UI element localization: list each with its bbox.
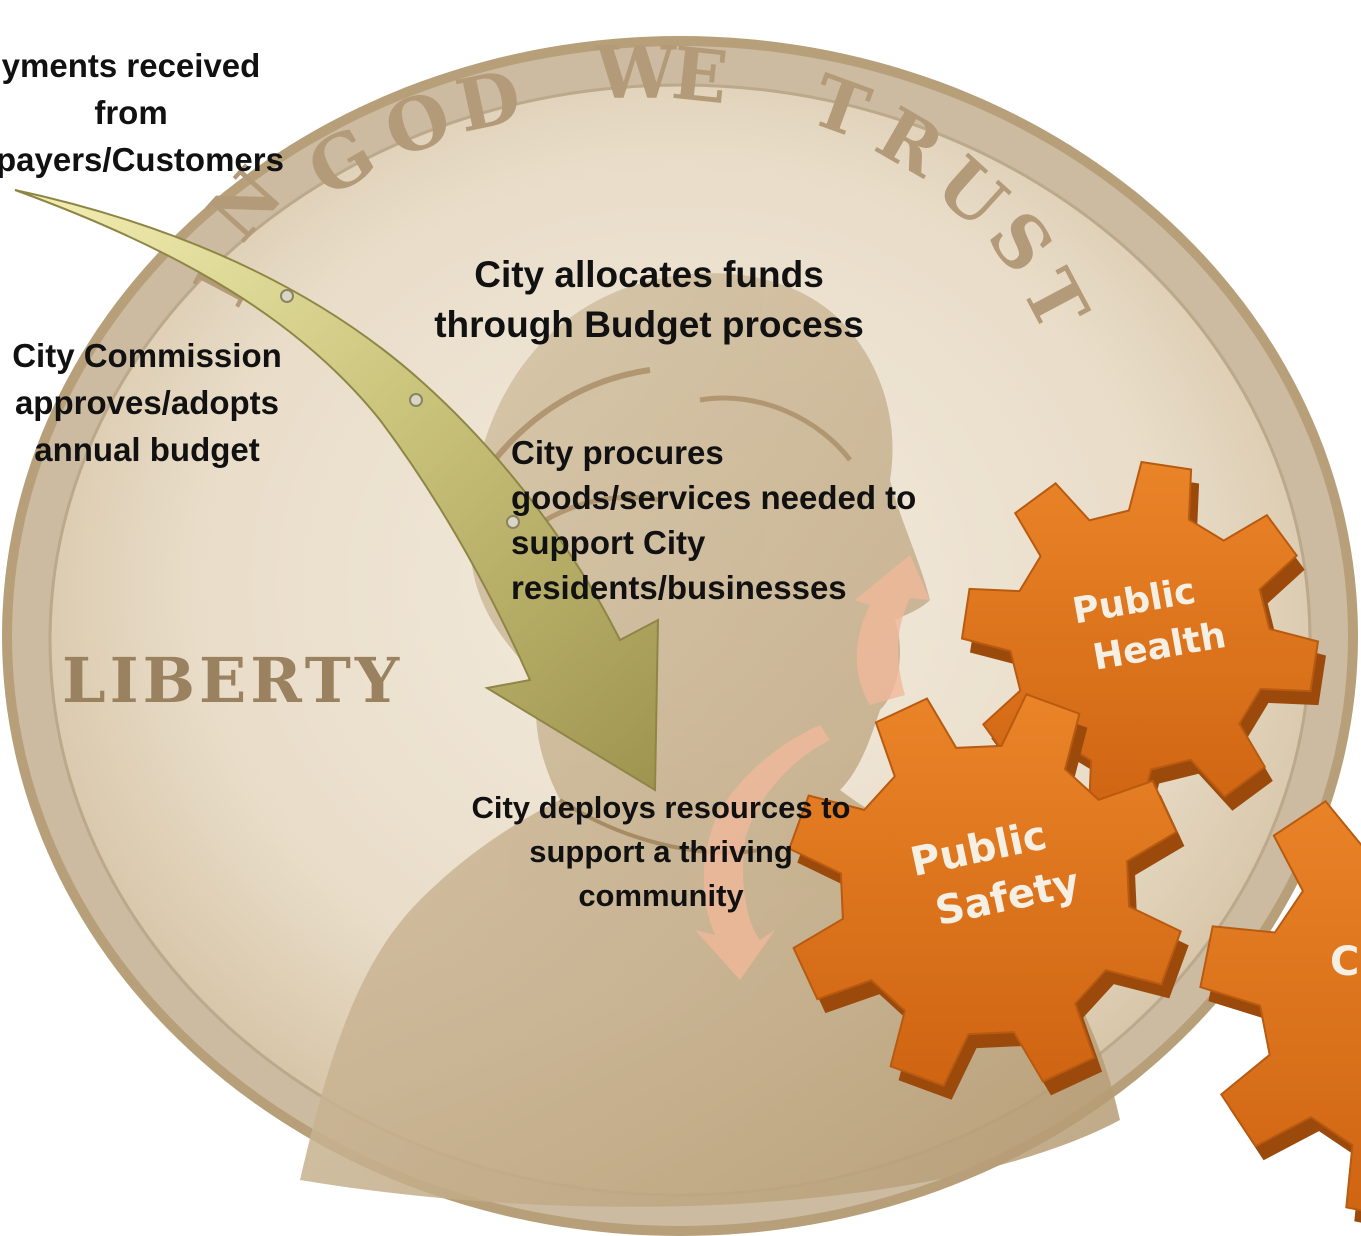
coin-liberty-text: LIBERTY xyxy=(62,644,403,717)
arrow-bead-3 xyxy=(506,515,520,529)
arrow-bead-2 xyxy=(409,393,423,407)
step-allocates-funds: City allocates funds through Budget proc… xyxy=(434,254,864,345)
step-deploys-resources: City deploys resources to support a thri… xyxy=(471,790,851,913)
step-payments-received: yments received from payers/Customers xyxy=(0,47,284,178)
budget-flow-arrow xyxy=(14,189,660,792)
gear-body xyxy=(1199,799,1361,1212)
cycle-arrow-down xyxy=(695,725,830,980)
step-commission-adopts: City Commission approves/adopts annual b… xyxy=(12,337,282,468)
gear-public-safety xyxy=(788,693,1189,1100)
step-procures-goods: City procures goods/services needed to s… xyxy=(511,434,917,606)
gear-label-third-line1: C xyxy=(1330,939,1359,985)
gear-body xyxy=(788,693,1182,1087)
cycle-arrow-up xyxy=(855,555,930,705)
svg-text:W: W xyxy=(594,30,677,115)
svg-text:E: E xyxy=(668,30,731,120)
gear-partial xyxy=(1199,799,1361,1223)
arrow-bead-1 xyxy=(280,289,294,303)
